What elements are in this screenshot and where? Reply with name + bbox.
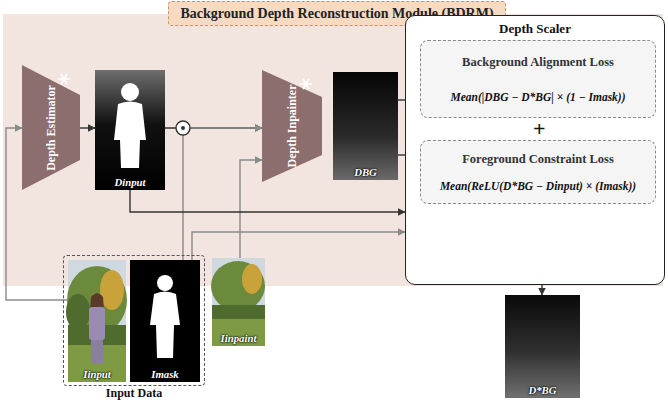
depth-map	[95, 70, 165, 190]
tree	[242, 264, 262, 294]
multiply-dot	[181, 126, 185, 130]
operator-label: +	[533, 118, 546, 140]
image-label: Iinpaint	[212, 332, 265, 344]
tree	[211, 261, 265, 311]
mask-image	[130, 260, 200, 382]
block-label: Depth Estimator	[44, 85, 59, 171]
silhouette-head	[121, 83, 139, 101]
silhouette-body	[114, 102, 146, 169]
depth-map-box: Dinput	[95, 70, 165, 190]
depth-map-box: DBG	[333, 72, 398, 180]
mask-head	[157, 275, 173, 291]
hedge	[212, 305, 265, 319]
sky	[212, 258, 265, 346]
image-box: Iinput	[68, 260, 126, 382]
scaler-box: Depth ScalerBackground Alignment LossMea…	[405, 15, 665, 285]
image-box: Imask	[130, 260, 200, 382]
connector	[130, 190, 405, 212]
loss-formula: Mean(|DBG − D*BG| × (1 − Imask))	[450, 91, 625, 103]
loss-title: Background Alignment Loss	[462, 55, 614, 70]
box-title: Depth Scaler	[406, 21, 664, 37]
inpainter-block: Depth Inpainter	[262, 70, 322, 182]
snowflake-icon	[303, 79, 309, 89]
image-label: Dinput	[95, 176, 165, 188]
depth-map-box: D*BG	[505, 295, 580, 398]
person-body	[89, 307, 105, 340]
depth-map-background	[333, 72, 398, 180]
group-title: Input Data	[64, 386, 204, 400]
snowflake-icon	[61, 74, 67, 84]
mask-body	[150, 292, 180, 359]
image-label: DBG	[333, 166, 398, 178]
image-box: Iinpaint	[212, 258, 265, 346]
trapezoid	[262, 70, 322, 182]
loss-title: Foreground Constraint Loss	[462, 152, 614, 167]
image-label: Iinput	[68, 368, 126, 380]
block-label: Depth Inpainter	[285, 84, 300, 167]
loss-formula: Mean(ReLU(D*BG − Dinput) × (Imask))	[440, 180, 636, 192]
depth-map-scaled	[505, 295, 580, 398]
input-photo	[66, 260, 127, 382]
connector	[541, 285, 542, 295]
person-legs	[91, 340, 103, 364]
connector	[240, 160, 262, 258]
snowflake-icon	[61, 74, 67, 84]
tree	[100, 270, 124, 310]
loss-box: Background Alignment LossMean(|DBG − D*B…	[420, 40, 656, 118]
encoder-block: Depth Estimator	[22, 65, 80, 190]
connector	[192, 232, 405, 260]
image-label: Imask	[130, 368, 200, 380]
grass	[212, 319, 265, 346]
mask-ground	[130, 260, 200, 382]
connector	[183, 128, 262, 260]
trapezoid	[22, 65, 80, 190]
image-label: D*BG	[505, 384, 580, 396]
tree	[66, 294, 90, 330]
loss-box: Foreground Constraint LossMean(ReLU(D*BG…	[420, 140, 656, 204]
inpainted-photo	[211, 258, 265, 346]
input-group: Input DataIinputImask	[63, 255, 205, 386]
connector	[80, 127, 95, 128]
depth-map-input	[95, 70, 165, 190]
multiply-operator	[176, 121, 190, 135]
snowflake-icon	[303, 79, 309, 89]
